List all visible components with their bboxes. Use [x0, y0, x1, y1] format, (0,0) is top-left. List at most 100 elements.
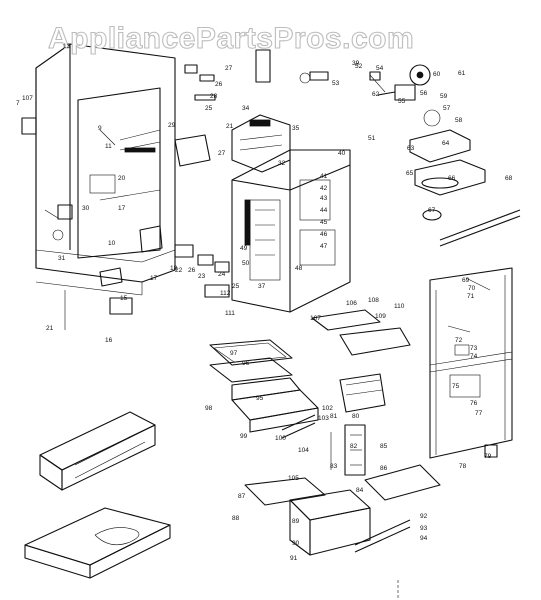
- part-label-52: 52: [355, 63, 363, 70]
- part-label-59: 59: [440, 93, 448, 100]
- part-label-27: 27: [225, 65, 233, 72]
- part-label-49: 49: [240, 245, 248, 252]
- part-label-70: 70: [468, 285, 476, 292]
- part-label-93: 93: [420, 525, 428, 532]
- leader-lines: [44, 74, 491, 333]
- part-label-29: 29: [168, 122, 176, 129]
- part-label-66: 66: [448, 175, 456, 182]
- part-label-50: 50: [242, 260, 250, 267]
- part-label-37: 37: [258, 283, 266, 290]
- watermark: AppliancePartsPros.com: [48, 22, 414, 55]
- part-label-86: 86: [380, 465, 388, 472]
- part-label-109: 109: [375, 313, 386, 320]
- part-label-17: 17: [118, 205, 126, 212]
- part-label-79: 79: [484, 453, 492, 460]
- part-label-28: 28: [210, 93, 218, 100]
- part-label-26: 26: [215, 81, 223, 88]
- part-label-76: 76: [470, 400, 478, 407]
- part-label-63: 63: [407, 145, 415, 152]
- part-label-43: 43: [320, 195, 328, 202]
- part-label-90: 90: [292, 540, 300, 547]
- part-label-27: 27: [218, 150, 226, 157]
- part-label-51: 51: [368, 135, 376, 142]
- part-number-labels: 1325119201710211516171827267107313029282…: [16, 43, 513, 562]
- fan-motor-assembly: [299, 64, 521, 247]
- part-label-112: 112: [220, 290, 231, 297]
- part-label-7: 7: [16, 100, 20, 107]
- part-label-84: 84: [356, 487, 364, 494]
- part-label-13: 13: [63, 43, 71, 50]
- part-label-107: 107: [310, 315, 321, 322]
- part-label-41: 41: [320, 173, 328, 180]
- part-label-34: 34: [242, 105, 250, 112]
- part-label-105: 105: [288, 475, 299, 482]
- part-label-99: 99: [240, 433, 248, 440]
- lower-drawers: [24, 411, 441, 600]
- part-label-64: 64: [442, 140, 450, 147]
- part-label-100: 100: [275, 435, 286, 442]
- part-label-97: 97: [230, 350, 238, 357]
- part-label-56: 56: [420, 90, 428, 97]
- part-label-72: 72: [455, 337, 463, 344]
- part-label-42: 42: [320, 185, 328, 192]
- part-label-11: 11: [105, 143, 112, 150]
- part-label-69: 69: [462, 277, 470, 284]
- part-label-96: 96: [242, 360, 250, 367]
- part-label-104: 104: [298, 447, 309, 454]
- part-label-83: 83: [330, 463, 338, 470]
- part-label-110: 110: [394, 303, 405, 310]
- part-label-10: 10: [108, 240, 116, 247]
- part-label-98: 98: [205, 405, 213, 412]
- part-label-62: 62: [372, 91, 380, 98]
- part-label-75: 75: [452, 383, 460, 390]
- part-label-53: 53: [332, 80, 340, 87]
- part-label-85: 85: [380, 443, 388, 450]
- part-label-31: 31: [58, 255, 66, 262]
- part-label-54: 54: [376, 65, 384, 72]
- ice-maker: [231, 49, 291, 173]
- part-label-106: 106: [346, 300, 357, 307]
- part-label-73: 73: [470, 345, 478, 352]
- shelves-center: [209, 309, 411, 439]
- part-label-80: 80: [352, 413, 360, 420]
- part-label-39: 39: [352, 60, 360, 67]
- part-label-57: 57: [443, 105, 451, 112]
- part-label-60: 60: [433, 71, 441, 78]
- part-label-81: 81: [330, 413, 338, 420]
- part-label-25: 25: [205, 105, 213, 112]
- part-label-17: 17: [150, 275, 158, 282]
- part-label-74: 74: [470, 353, 478, 360]
- evaporator-housing: [231, 149, 351, 313]
- part-label-107: 107: [22, 95, 33, 102]
- part-label-23: 23: [198, 273, 206, 280]
- part-label-21: 21: [46, 325, 54, 332]
- part-label-9: 9: [98, 125, 102, 132]
- part-label-47: 47: [320, 243, 328, 250]
- part-label-87: 87: [238, 493, 246, 500]
- part-label-78: 78: [459, 463, 467, 470]
- part-label-32: 32: [278, 160, 286, 167]
- part-label-16: 16: [105, 337, 113, 344]
- part-label-45: 45: [320, 219, 328, 226]
- part-label-91: 91: [290, 555, 298, 562]
- small-parts-left: [21, 64, 230, 330]
- part-label-103: 103: [318, 415, 329, 422]
- part-label-25: 25: [232, 283, 240, 290]
- part-label-35: 35: [292, 125, 300, 132]
- part-label-77: 77: [475, 410, 483, 417]
- part-label-18: 18: [170, 265, 178, 272]
- part-label-65: 65: [406, 170, 414, 177]
- part-label-94: 94: [420, 535, 428, 542]
- part-label-71: 71: [467, 293, 475, 300]
- part-label-26: 26: [188, 267, 196, 274]
- part-label-22: 22: [175, 267, 183, 274]
- part-label-55: 55: [398, 98, 406, 105]
- part-label-108: 108: [368, 297, 379, 304]
- part-label-30: 30: [82, 205, 90, 212]
- part-label-61: 61: [458, 70, 466, 77]
- part-label-67: 67: [428, 207, 436, 214]
- part-label-46: 46: [320, 231, 328, 238]
- part-label-88: 88: [232, 515, 240, 522]
- part-label-95: 95: [256, 395, 264, 402]
